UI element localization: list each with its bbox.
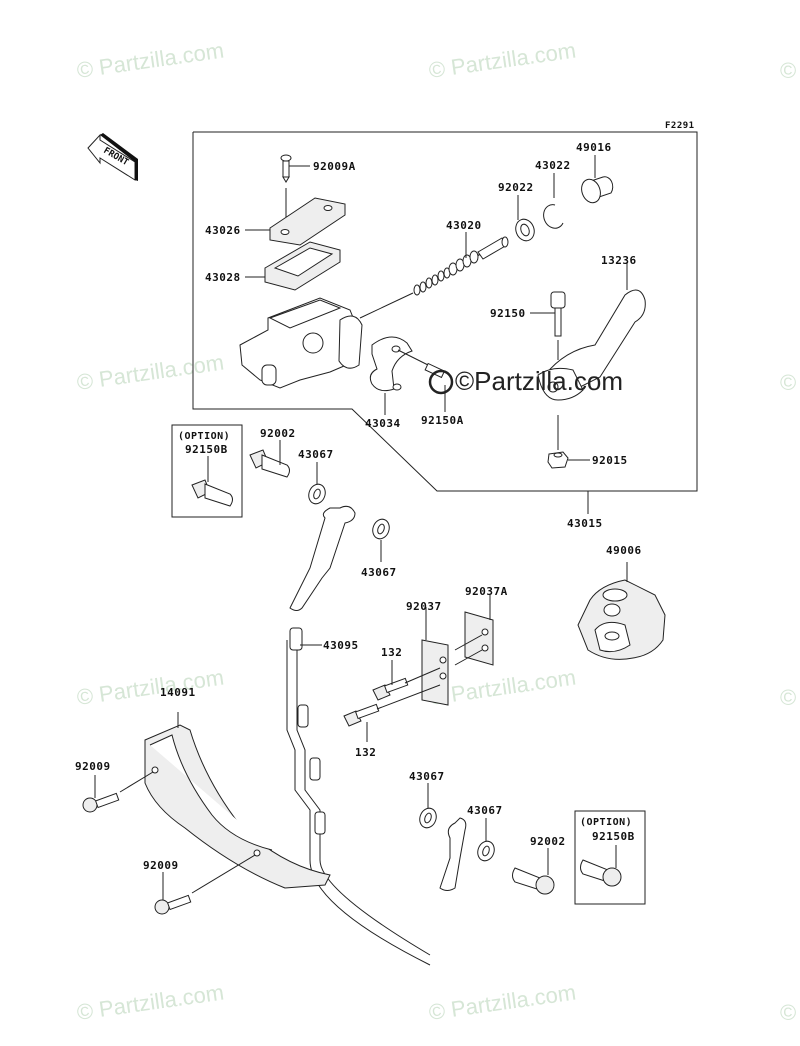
part-132-b[interactable] (343, 684, 441, 742)
part-43020[interactable] (359, 232, 509, 319)
label-92037A[interactable]: 92037A (465, 585, 508, 598)
watermark: © Partzilla.com (75, 980, 225, 1025)
label-92150B-1[interactable]: 92150B (185, 443, 228, 456)
part-92002-b[interactable] (512, 848, 555, 895)
part-43026[interactable] (245, 197, 346, 246)
option-title-2: (OPTION) (580, 817, 632, 828)
label-92009-b[interactable]: 92009 (143, 859, 179, 872)
label-92150B-2[interactable]: 92150B (592, 830, 635, 843)
watermark: © Partzilla.com (427, 980, 577, 1025)
part-43034[interactable] (369, 336, 429, 415)
part-43067-b[interactable] (370, 517, 392, 562)
part-49006[interactable] (577, 562, 666, 660)
figure-code: F2291 (665, 121, 695, 131)
label-43067-c[interactable]: 43067 (409, 770, 445, 783)
part-43067-d[interactable] (475, 818, 497, 863)
label-43026[interactable]: 43026 (205, 224, 241, 237)
label-43028[interactable]: 43028 (205, 271, 241, 284)
label-43034[interactable]: 43034 (365, 417, 401, 430)
part-92037A[interactable] (454, 595, 494, 666)
part-92015[interactable] (547, 415, 590, 469)
part-92002-a[interactable] (249, 440, 290, 478)
part-92037[interactable] (421, 607, 449, 706)
watermark: © Partzilla.com (75, 350, 225, 395)
watermark-edge: © (780, 1000, 796, 1025)
assembly-outline (192, 131, 698, 492)
label-92015[interactable]: 92015 (592, 454, 628, 467)
part-92022[interactable] (513, 195, 537, 243)
label-43095[interactable]: 43095 (323, 639, 359, 652)
center-watermark: ©Partzilla.com (428, 366, 623, 396)
label-92022[interactable]: 92022 (498, 181, 534, 194)
label-49016[interactable]: 49016 (576, 141, 612, 154)
watermark: © Partzilla.com (75, 38, 225, 83)
part-master-cylinder[interactable] (239, 297, 363, 389)
watermark: © Partzilla.com (427, 665, 577, 710)
front-arrow-icon: FRONT (87, 133, 138, 181)
label-43067-b[interactable]: 43067 (361, 566, 397, 579)
part-43095[interactable] (286, 505, 467, 966)
label-92150[interactable]: 92150 (490, 307, 526, 320)
label-43015[interactable]: 43015 (567, 517, 603, 530)
label-14091[interactable]: 14091 (160, 686, 196, 699)
label-49006[interactable]: 49006 (606, 544, 642, 557)
label-43020[interactable]: 43020 (446, 219, 482, 232)
label-92002-a[interactable]: 92002 (260, 427, 296, 440)
part-43022[interactable] (543, 173, 564, 229)
part-92150[interactable] (530, 291, 566, 360)
part-92009-b[interactable] (154, 854, 256, 915)
part-43028[interactable] (245, 241, 341, 291)
watermark-edge: © (780, 58, 796, 83)
watermark-edge: © (780, 685, 796, 710)
label-132-b[interactable]: 132 (355, 746, 376, 759)
label-43067-a[interactable]: 43067 (298, 448, 334, 461)
part-132-a[interactable] (372, 660, 441, 701)
label-132-a[interactable]: 132 (381, 646, 402, 659)
label-43067-d[interactable]: 43067 (467, 804, 503, 817)
part-14091[interactable] (144, 712, 331, 889)
option-box-1 (171, 424, 243, 518)
part-92150B-option-2[interactable] (580, 859, 622, 887)
label-92150A[interactable]: 92150A (421, 414, 464, 427)
part-43067-c[interactable] (417, 783, 439, 830)
label-43022[interactable]: 43022 (535, 159, 571, 172)
label-92002-b[interactable]: 92002 (530, 835, 566, 848)
part-13236[interactable] (537, 262, 646, 401)
part-49016[interactable] (578, 155, 614, 205)
label-92037[interactable]: 92037 (406, 600, 442, 613)
watermark: © Partzilla.com (427, 38, 577, 83)
part-92009-a[interactable] (82, 771, 154, 813)
part-92150B-option[interactable] (191, 479, 233, 507)
label-92009-a[interactable]: 92009 (75, 760, 111, 773)
label-92009A[interactable]: 92009A (313, 160, 356, 173)
part-43067-a[interactable] (306, 462, 328, 506)
watermarks: © Partzilla.com © Partzilla.com © Partzi… (75, 38, 796, 1025)
option-box-2 (574, 810, 646, 905)
watermark-edge: © (780, 370, 796, 395)
option-title-1: (OPTION) (178, 431, 230, 442)
center-watermark-text: ©Partzilla.com (455, 366, 623, 396)
label-13236[interactable]: 13236 (601, 254, 637, 267)
watermark: © Partzilla.com (75, 665, 225, 710)
part-labels: 92009A 43026 43028 43020 92022 43022 490… (75, 141, 642, 872)
